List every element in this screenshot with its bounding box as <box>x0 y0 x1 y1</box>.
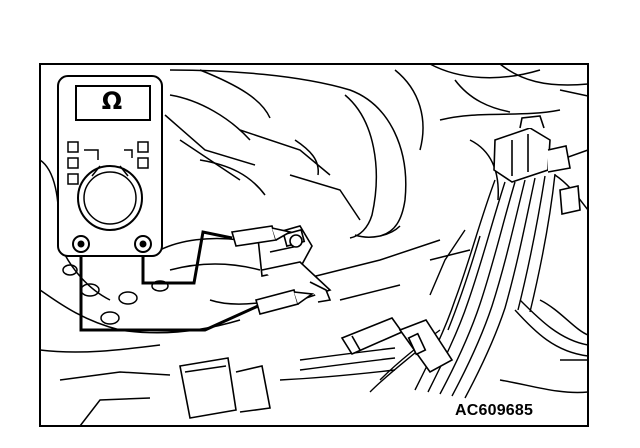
engine-background-linework <box>39 63 589 427</box>
multimeter-display <box>75 85 151 121</box>
probe-icon <box>230 225 315 315</box>
connector-icon <box>179 317 454 419</box>
figure-frame <box>39 63 589 427</box>
multimeter-dial-knob <box>83 171 137 225</box>
test-leads <box>79 230 259 332</box>
figure-caption: AC609685 <box>455 402 534 419</box>
multimeter-icon <box>57 75 163 257</box>
ohm-symbol-icon: Ω <box>101 87 123 115</box>
connector-icon <box>493 115 581 215</box>
